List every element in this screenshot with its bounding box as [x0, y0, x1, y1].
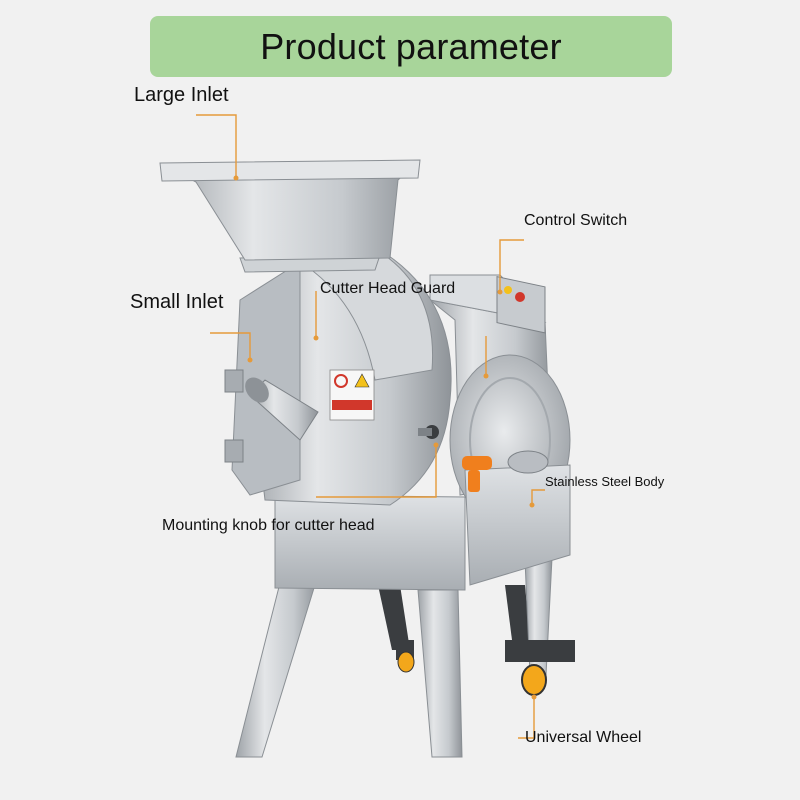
title-banner: Product parameter: [150, 16, 672, 77]
cutter-head-guard: [298, 251, 434, 381]
page-title: Product parameter: [260, 25, 562, 67]
leader-stainless-body: [531, 489, 545, 505]
warning-triangle-icon: [354, 373, 370, 388]
drum-shaft: [507, 450, 549, 474]
callout-universal-wheel: Universal Wheel: [525, 729, 642, 746]
leader-control-switch: [499, 239, 524, 292]
front-right-leg: [417, 589, 463, 758]
control-button-yellow: [504, 286, 512, 294]
leader-mounting-knob: [316, 445, 437, 498]
leader-lines: [196, 114, 545, 739]
orange-handle-grip: [468, 470, 480, 492]
callout-cutter-head-guard: Cutter Head Guard: [320, 280, 456, 297]
callout-small-inlet: Small Inlet: [130, 291, 224, 313]
rear-left-leg: [378, 585, 410, 650]
front-left-leg: [235, 574, 319, 758]
warning-label: [329, 369, 375, 421]
mounting-knob-stem: [418, 428, 432, 436]
leader-dots: [233, 175, 537, 700]
orange-handle: [462, 456, 492, 470]
rear-right-leg: [505, 585, 530, 640]
control-box: [496, 276, 546, 334]
leader-large-inlet: [196, 114, 237, 178]
small-inlet-opening: [245, 377, 269, 403]
leader-small-inlet: [210, 332, 251, 360]
hinge-lower: [224, 439, 244, 463]
base-frame: [274, 494, 466, 591]
warning-label-band: [332, 400, 372, 410]
leader-universal-wheel: [518, 697, 535, 739]
caster-left-wheel: [397, 651, 415, 673]
callout-stainless-steel-body: Stainless Steel Body: [545, 474, 665, 489]
caster-right-wheel: [521, 664, 547, 696]
prohibition-icon: [334, 374, 348, 388]
hopper-rim: [159, 159, 421, 182]
callout-control-switch: Control Switch: [524, 212, 628, 229]
caster-right-bracket: [505, 640, 575, 662]
control-button-red: [515, 292, 525, 302]
callout-large-inlet: Large Inlet: [134, 84, 229, 106]
callout-mounting-knob: Mounting knob for cutter head: [162, 517, 375, 534]
hinge-upper: [224, 369, 244, 393]
